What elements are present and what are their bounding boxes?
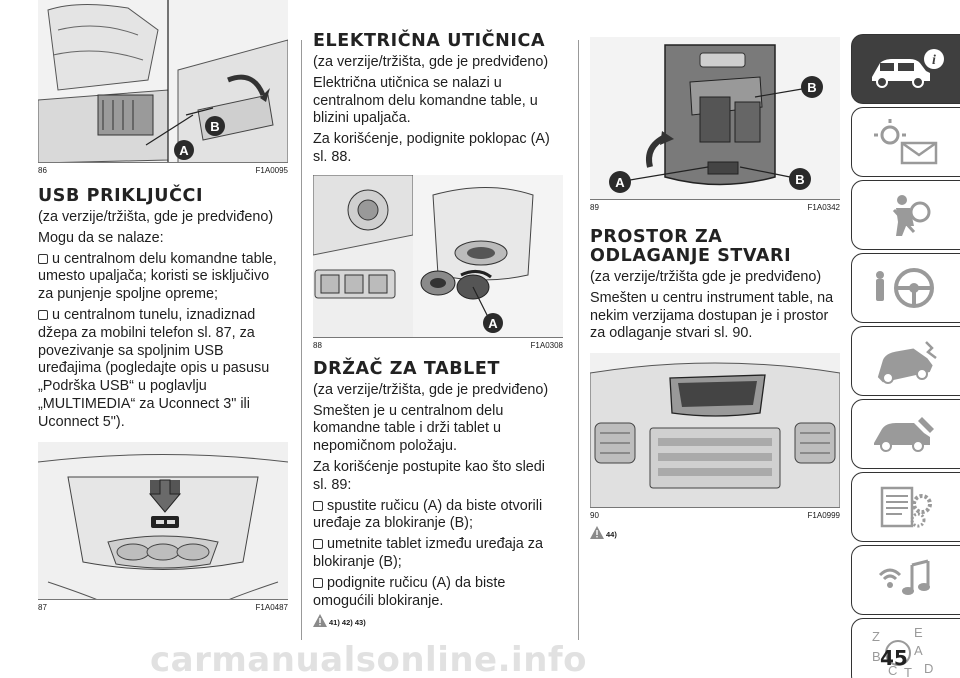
figure-89: B B A [590,37,840,200]
column-outlet-tablet: ELEKTRIČNA UTIČNICA (za verzije/tržišta,… [313,0,563,628]
callout-b-marker [205,116,225,136]
warning-references: 44) [606,530,617,540]
callout-b-marker [789,168,811,190]
tab-maintenance[interactable] [851,399,960,469]
outlet-availability: (za verzije/tržišta, gde je predviđeno) [313,54,549,70]
tab-warning-lights[interactable] [851,107,960,177]
steering-wheel-icon [876,268,934,308]
chapter-tabs: i [851,34,960,678]
callout-a: A [179,143,189,158]
tab-safety[interactable] [851,180,960,250]
tab-driving[interactable] [851,253,960,323]
storage-warnings: 44) [590,526,840,540]
tablet-warnings: 41) 42) 43) [313,614,563,628]
svg-text:E: E [914,625,923,640]
figure-87 [38,441,288,600]
tablet-bullet-2: umetnite tablet između uređaja za blokir… [313,536,543,570]
callout-b: B [210,119,219,134]
tablet-bullet-3: podignite ručicu (A) da biste omogućili … [313,574,506,609]
emergency-car-icon [877,341,937,384]
usb-heading: USB PRIKLJUČCI [38,186,204,206]
column-divider [578,40,579,640]
figure-86-caption: 86 F1A0095 [38,163,288,177]
svg-text:C: C [888,663,897,678]
figure-code: F1A0095 [255,166,288,175]
maintenance-car-icon [874,417,934,452]
safety-icon [892,195,931,236]
figure-code: F1A0342 [807,203,840,212]
usb-bullet-2: u centralnom tunelu, iznadiznad džepa za… [38,306,270,430]
figure-87-caption: 87 F1A0487 [38,600,288,614]
bullet-icon [313,577,323,588]
callout-a-marker [483,312,503,333]
svg-text:i: i [932,53,936,68]
technical-data-icon [880,486,932,528]
callout-b: B [807,80,816,95]
car-info-icon: i [872,49,944,88]
figure-number: 86 [38,166,47,175]
warning-triangle-icon [313,614,327,628]
tab-emergency[interactable] [851,326,960,396]
page-number: 45 [880,646,908,670]
callout-a-marker [609,171,631,193]
callout-a-marker [174,140,194,160]
bullet-icon [38,309,48,320]
figure-number: 87 [38,602,47,612]
warning-references: 41) 42) 43) [329,618,366,628]
tablet-usage: Za korišćenje postupite kao što sledi sl… [313,458,545,493]
bullet-icon [313,539,323,550]
warning-lights-icon [874,119,938,165]
svg-text:Z: Z [872,629,880,644]
svg-text:T: T [904,665,912,678]
usb-availability: (za verzije/tržišta, gde je predviđeno) [38,209,274,225]
alphabetical-index-icon: Z E A B C T D [872,625,933,678]
tablet-availability: (za verzije/tržišta, gde je predviđeno) [313,381,549,398]
figure-88: A [313,174,563,338]
figure-code: F1A0999 [807,511,840,521]
bullet-icon [38,253,48,264]
tablet-description: Smešten je u centralnom delu komandne ta… [313,402,504,455]
outlet-heading: ELEKTRIČNA UTIČNICA [313,31,546,51]
callout-a: A [488,316,498,331]
column-usb: A B 86 F1A0095 USB PRIKLJUČCI (za verzij… [38,0,288,614]
bullet-icon [313,500,323,511]
figure-89-caption: 89 F1A0342 [590,200,840,214]
usb-intro: Mogu da se nalaze: [38,229,164,246]
figure-90 [590,353,840,509]
figure-88-caption: 88 F1A0308 [313,338,563,352]
figure-86: A B [38,0,288,163]
tab-car-info[interactable]: i [851,34,960,104]
figure-number: 89 [590,203,599,212]
svg-text:D: D [924,661,933,676]
outlet-usage: Za korišćenje, podignite poklopac (A) sl… [313,131,550,165]
callout-b: B [795,172,804,187]
warning-triangle-icon [590,526,604,540]
figure-number: 88 [313,340,322,350]
tab-technical-data[interactable] [851,472,960,542]
tab-index[interactable]: Z E A B C T D [851,618,960,678]
callout-a: A [615,175,625,190]
figure-number: 90 [590,511,599,521]
tablet-bullet-1: spustite ručicu (A) da biste otvorili ur… [313,497,543,532]
usb-bullet-1: u centralnom delu komandne table, umesto… [38,250,277,303]
multimedia-icon [878,559,930,595]
callout-b-marker [801,76,823,98]
tablet-heading: DRŽAČ ZA TABLET [313,358,500,379]
outlet-location: Električna utičnica se nalazi u centraln… [313,74,538,127]
figure-code: F1A0308 [530,340,563,350]
figure-90-caption: 90 F1A0999 [590,508,840,522]
storage-description: Smešten u centru instrument table, na ne… [590,289,834,342]
tab-multimedia[interactable] [851,545,960,615]
storage-availability: (za verzije/tržišta gde je predviđeno) [590,269,822,285]
watermark: carmanualsonline.info [150,640,588,678]
svg-text:A: A [914,643,923,658]
figure-code: F1A0487 [255,602,288,612]
svg-text:B: B [872,649,881,664]
column-divider [301,40,302,640]
